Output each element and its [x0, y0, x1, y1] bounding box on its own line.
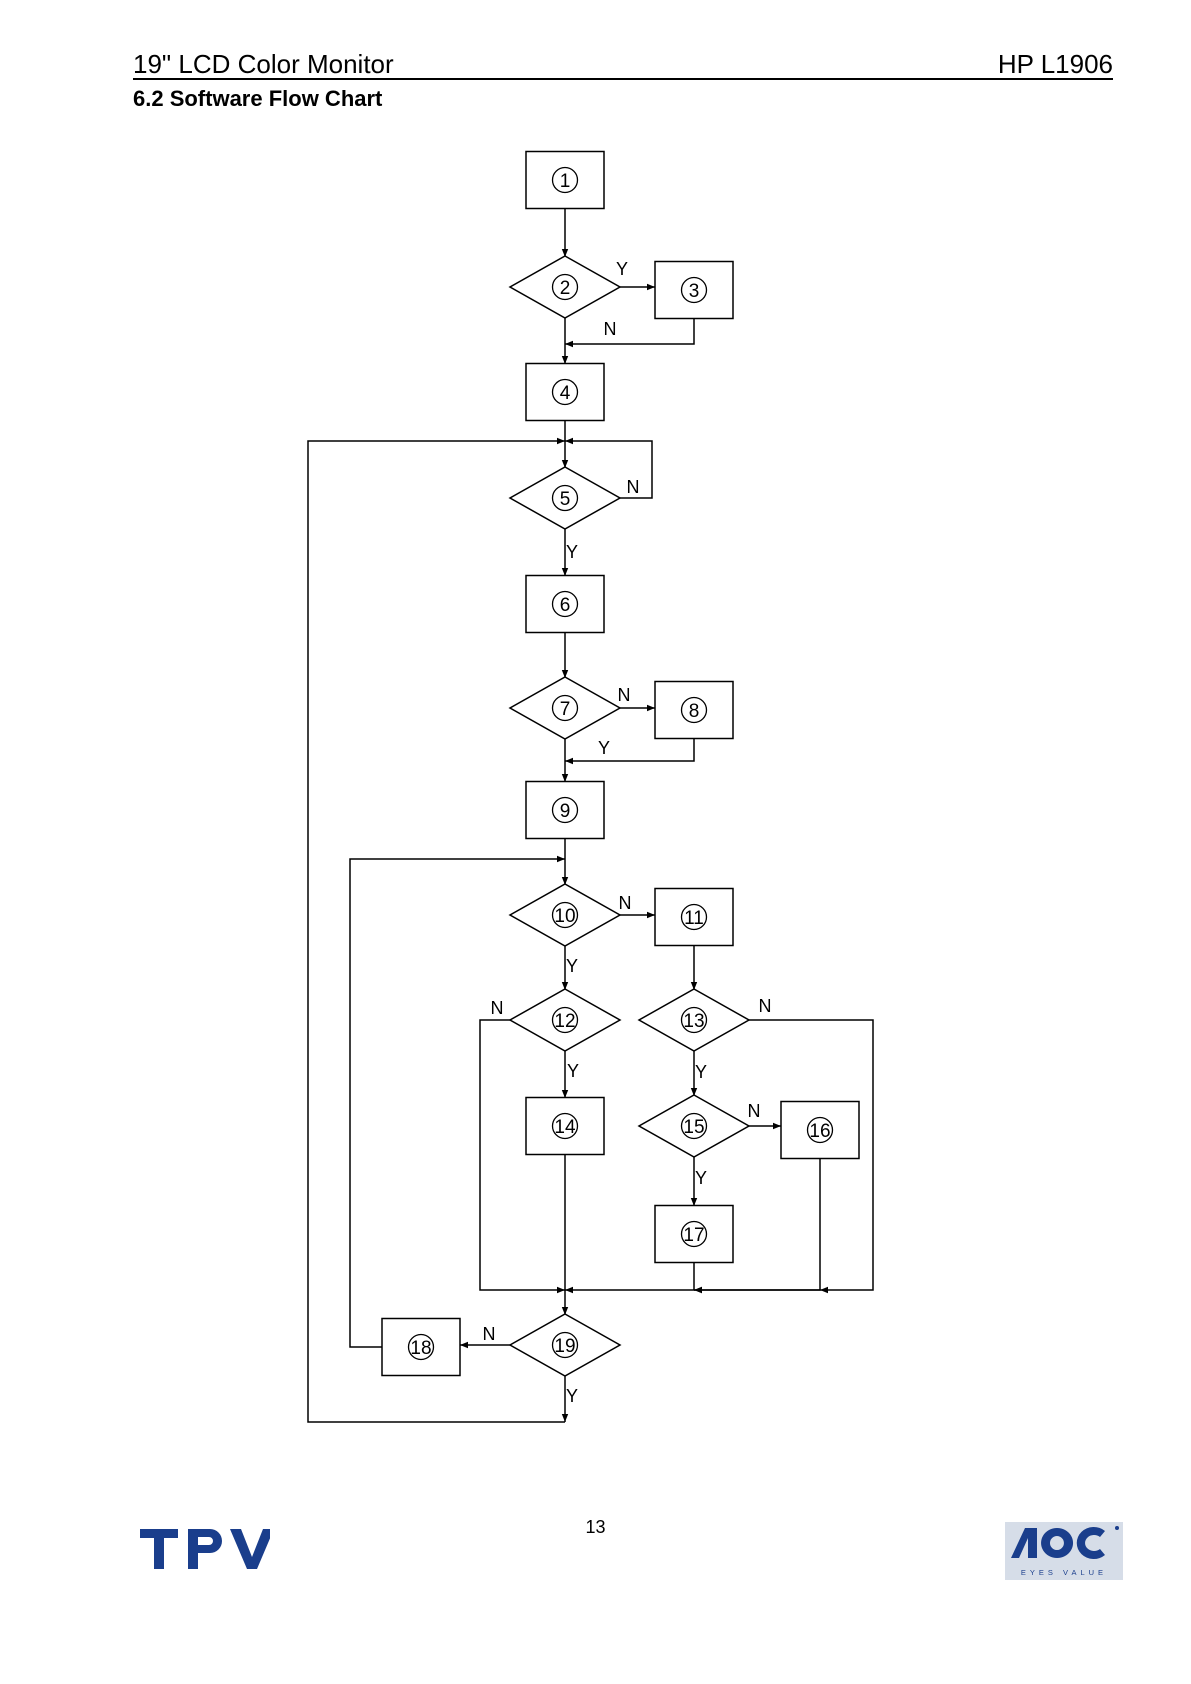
edge-label-d7-no: N — [618, 685, 631, 705]
edge-label-d12-no: N — [491, 998, 504, 1018]
edge-label-d13-yes: Y — [695, 1062, 707, 1082]
node-number-11: 11 — [684, 908, 704, 929]
edge-label-d12-yes: Y — [567, 1061, 579, 1081]
aoc-logo: EYES VALUE — [1005, 1522, 1123, 1580]
flow-node-12: 12 — [510, 989, 620, 1051]
flow-node-10: 10 — [510, 884, 620, 946]
flow-node-13: 13 — [639, 989, 749, 1051]
flow-node-8: 8 — [655, 682, 733, 739]
edge-label-d19-no: N — [483, 1324, 496, 1344]
aoc-tagline: EYES VALUE — [1021, 1568, 1107, 1577]
node-number-13: 13 — [683, 1011, 704, 1032]
node-number-2: 2 — [560, 278, 571, 299]
flow-node-16: 16 — [781, 1102, 859, 1159]
edge-label-d5-yes: Y — [566, 542, 578, 562]
edge-label-d19-yes: Y — [566, 1386, 578, 1406]
flow-node-17: 17 — [655, 1206, 733, 1263]
node-number-10: 10 — [554, 906, 575, 927]
edge-label-d13-no: N — [759, 996, 772, 1016]
flow-node-4: 4 — [526, 364, 604, 421]
edge-label-d10-yes: Y — [566, 956, 578, 976]
edge-label-d15-no: N — [748, 1101, 761, 1121]
flow-node-14: 14 — [526, 1098, 604, 1155]
flow-node-1: 1 — [526, 152, 604, 209]
flow-node-19: 19 — [510, 1314, 620, 1376]
node-number-15: 15 — [683, 1117, 704, 1138]
edge-label-d2-no: N — [604, 319, 617, 339]
node-number-5: 5 — [560, 489, 571, 510]
flow-node-2: 2 — [510, 256, 620, 318]
flow-nodes: 12345678910111213141516171819 — [382, 152, 859, 1377]
node-number-16: 16 — [809, 1121, 830, 1142]
node-number-9: 9 — [560, 801, 571, 822]
tpv-logo — [140, 1527, 270, 1573]
node-number-19: 19 — [554, 1336, 575, 1357]
edge-label-d2-yes: Y — [616, 259, 628, 279]
edge-3-merge — [565, 318, 694, 344]
node-number-3: 3 — [689, 281, 700, 302]
edge-label-d10-no: N — [619, 893, 632, 913]
flow-node-11: 11 — [655, 889, 733, 946]
edge-17-merge — [565, 1262, 694, 1290]
node-number-7: 7 — [560, 699, 571, 720]
flow-node-6: 6 — [526, 576, 604, 633]
flow-node-7: 7 — [510, 677, 620, 739]
edge-8-merge — [565, 738, 694, 761]
flow-node-15: 15 — [639, 1095, 749, 1157]
node-number-14: 14 — [554, 1117, 576, 1138]
node-number-4: 4 — [560, 383, 571, 404]
node-number-18: 18 — [410, 1338, 431, 1359]
node-number-17: 17 — [683, 1225, 704, 1246]
node-number-8: 8 — [689, 701, 700, 722]
edge-label-d5-no: N — [627, 477, 640, 497]
node-number-1: 1 — [560, 171, 571, 192]
edge-label-d15-yes: Y — [695, 1168, 707, 1188]
flow-node-18: 18 — [382, 1319, 460, 1376]
flow-node-3: 3 — [655, 262, 733, 319]
node-number-6: 6 — [560, 595, 571, 616]
edge-label-d7-yes: Y — [598, 738, 610, 758]
flow-node-9: 9 — [526, 782, 604, 839]
node-number-12: 12 — [554, 1011, 575, 1032]
flow-node-5: 5 — [510, 467, 620, 529]
